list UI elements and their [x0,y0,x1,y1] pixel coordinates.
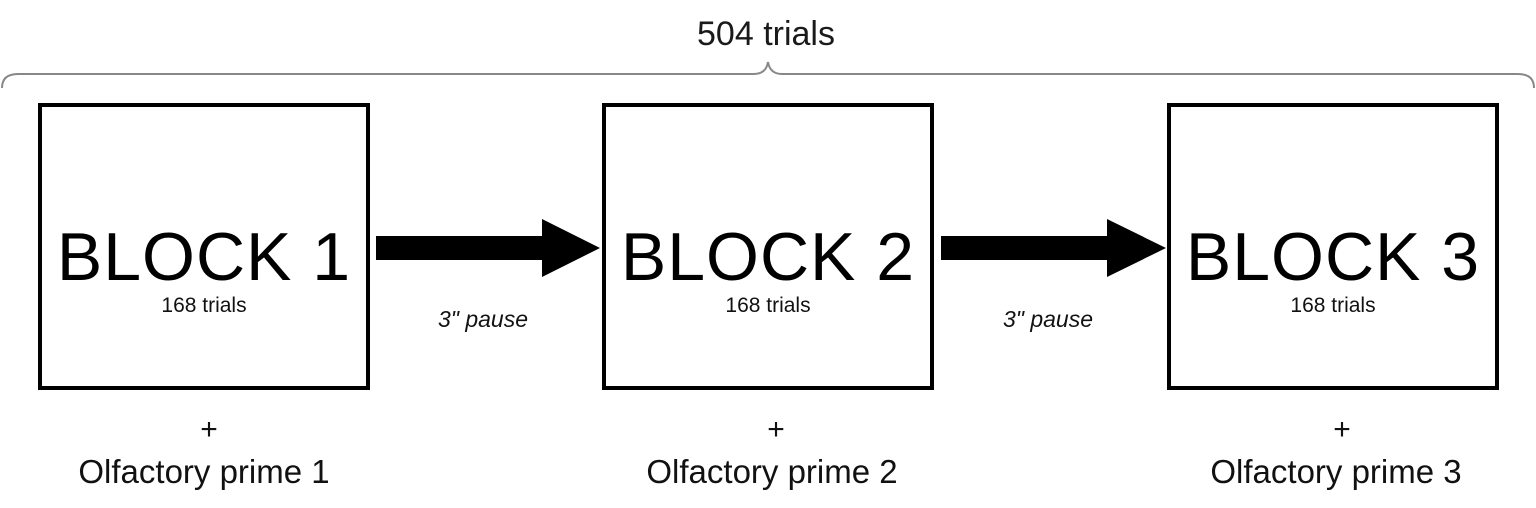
block-3-trials: 168 trials [1290,294,1376,317]
block-1: BLOCK 1 168 trials [38,103,370,390]
arrow-block2-to-block3 [941,219,1166,277]
block-2-olfactory-prime: Olfactory prime 2 [646,453,898,490]
total-brace [1,61,1535,89]
block-3-title: BLOCK 3 [1185,219,1481,295]
block-1-olfactory-prime: Olfactory prime 1 [78,453,330,490]
block-3-plus-sign: + [1333,413,1351,446]
block-2-title: BLOCK 2 [620,219,916,295]
block-3-olfactory-prime: Olfactory prime 3 [1210,453,1462,490]
block-1-trials: 168 trials [161,294,247,317]
pause-label-1: 3" pause [437,306,528,332]
arrow-block1-to-block2 [376,219,600,277]
block-3: BLOCK 3 168 trials [1167,103,1499,390]
block-2: BLOCK 2 168 trials [602,103,934,390]
block-1-title: BLOCK 1 [56,219,352,295]
total-trials-label: 504 trials [697,15,835,53]
block-2-plus-sign: + [767,413,785,446]
block-2-trials: 168 trials [725,294,811,317]
pause-label-2: 3" pause [1002,306,1093,332]
block-1-plus-sign: + [200,413,218,446]
